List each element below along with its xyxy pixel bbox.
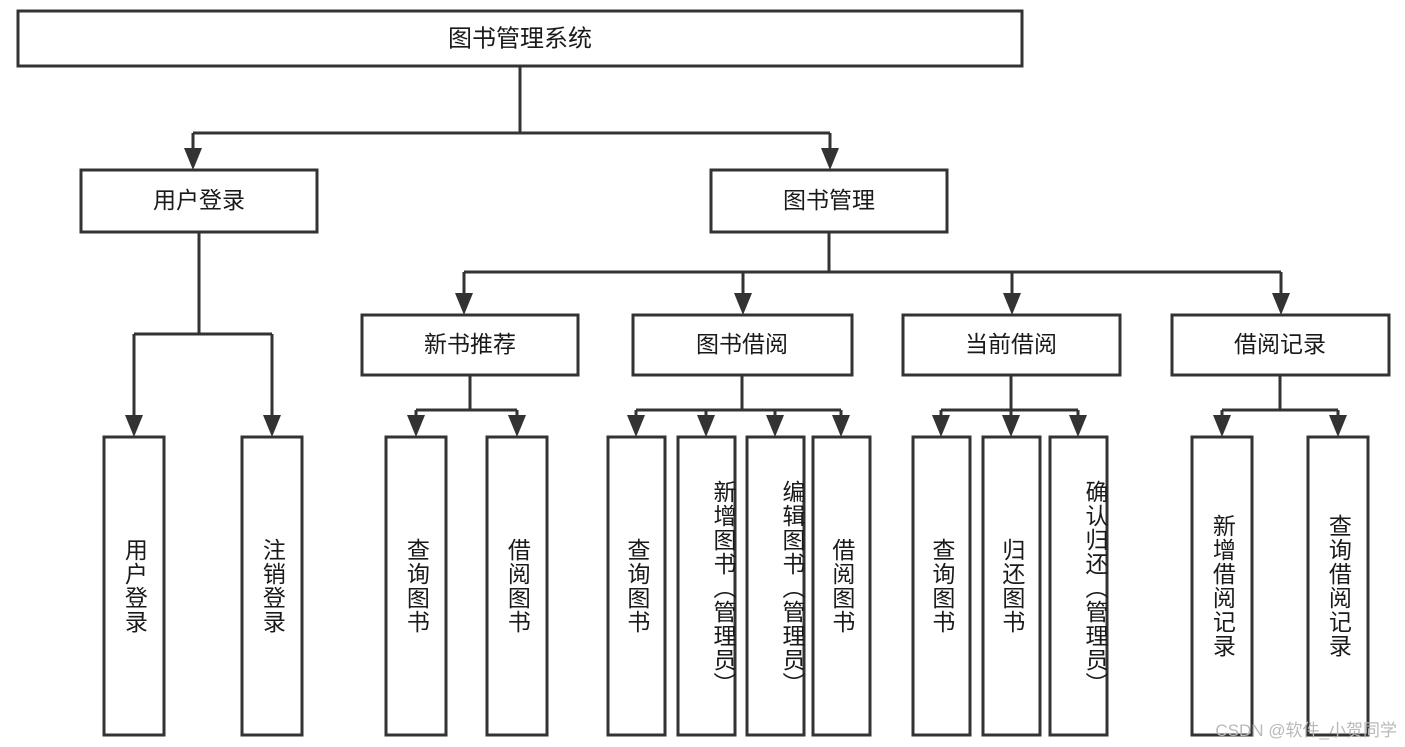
arrow-to-borrow-records <box>1272 293 1290 315</box>
arrow-current-borrow-leaf-0 <box>932 415 950 437</box>
arrow-to-new-book <box>455 293 473 315</box>
arrow-borrow-records-leaf-0 <box>1213 415 1231 437</box>
leaf-box-new-book-0[interactable] <box>384 435 448 737</box>
connector-group <box>125 66 1347 437</box>
node-user-login-label: 用户登录 <box>153 187 245 213</box>
arrow-book-borrow-leaf-1 <box>697 415 715 437</box>
leaf-box-book-borrow-0[interactable] <box>606 435 667 737</box>
leaf-box-current-borrow-2[interactable] <box>1048 435 1109 737</box>
node-current-borrow[interactable]: 当前借阅 <box>901 313 1122 377</box>
node-book-manage-box[interactable] <box>709 168 949 234</box>
node-current-borrow-box[interactable] <box>901 313 1122 377</box>
node-book-borrow-box[interactable] <box>631 313 854 377</box>
arrow-to-book-borrow <box>734 293 752 315</box>
leaf-box-user-login-1[interactable] <box>240 435 304 737</box>
node-book-manage-label: 图书管理 <box>783 187 875 213</box>
arrow-user-login-leaf-0 <box>125 415 143 437</box>
arrow-user-login-leaf-1 <box>263 415 281 437</box>
arrow-book-borrow-leaf-3 <box>832 415 850 437</box>
arrow-to-book-manage <box>821 148 839 170</box>
arrow-current-borrow-leaf-1 <box>1002 415 1020 437</box>
node-borrow-records[interactable]: 借阅记录 <box>1170 313 1391 377</box>
leaf-box-current-borrow-0[interactable] <box>911 435 972 737</box>
arrow-book-borrow-leaf-2 <box>766 415 784 437</box>
node-borrow-records-label: 借阅记录 <box>1234 331 1326 357</box>
arrow-book-borrow-leaf-0 <box>627 415 645 437</box>
arrow-current-borrow-leaf-2 <box>1069 415 1087 437</box>
leaf-box-borrow-records-0[interactable] <box>1190 435 1254 737</box>
leaf-box-user-login-0[interactable] <box>102 435 166 737</box>
node-book-manage[interactable]: 图书管理 <box>709 168 949 234</box>
leaf-box-book-borrow-1[interactable] <box>676 435 737 737</box>
leaf-box-new-book-1[interactable] <box>485 435 549 737</box>
node-book-borrow[interactable]: 图书借阅 <box>631 313 854 377</box>
node-user-login-box[interactable] <box>79 168 319 234</box>
watermark-text: CSDN @软件_小贺同学 <box>1215 721 1397 740</box>
node-root[interactable]: 图书管理系统 <box>16 9 1024 68</box>
leaf-box-book-borrow-2[interactable] <box>745 435 806 737</box>
node-new-book-recommend-box[interactable] <box>360 313 580 377</box>
arrow-borrow-records-leaf-1 <box>1329 415 1347 437</box>
arrow-new-book-leaf-1 <box>508 415 526 437</box>
node-current-borrow-label: 当前借阅 <box>965 331 1057 357</box>
node-user-login[interactable]: 用户登录 <box>79 168 319 234</box>
node-root-box[interactable] <box>16 9 1024 68</box>
node-new-book-recommend-label: 新书推荐 <box>424 331 516 357</box>
arrow-to-user-login <box>184 148 202 170</box>
arrow-new-book-leaf-0 <box>407 415 425 437</box>
leaf-box-book-borrow-3[interactable] <box>811 435 872 737</box>
arrow-to-current-borrow <box>1003 293 1021 315</box>
node-borrow-records-box[interactable] <box>1170 313 1391 377</box>
leaf-box-current-borrow-1[interactable] <box>981 435 1042 737</box>
leaf-box-group <box>102 435 1370 737</box>
node-book-borrow-label: 图书借阅 <box>696 331 788 357</box>
node-root-label: 图书管理系统 <box>448 25 592 52</box>
leaf-box-borrow-records-1[interactable] <box>1306 435 1370 737</box>
node-new-book-recommend[interactable]: 新书推荐 <box>360 313 580 377</box>
